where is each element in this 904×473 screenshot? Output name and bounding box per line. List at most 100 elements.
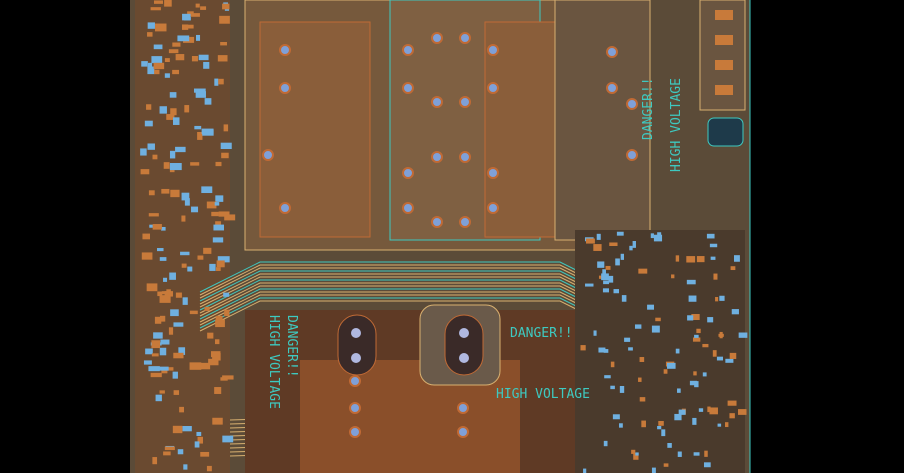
smd-pad <box>168 327 174 335</box>
smd-pad <box>163 451 171 456</box>
smd-pad <box>164 0 172 7</box>
smd-pad <box>215 315 223 323</box>
smd-pad <box>707 317 714 323</box>
smd-pad <box>631 449 636 454</box>
smd-pad <box>597 261 605 268</box>
smd-pad <box>155 394 162 402</box>
smd-pad <box>224 309 230 317</box>
via <box>431 32 443 44</box>
smd-pad <box>198 54 209 61</box>
smd-pad <box>178 347 186 355</box>
smd-pad <box>148 366 160 372</box>
smd-pad <box>718 333 724 337</box>
smd-pad <box>220 41 227 46</box>
smd-pad <box>152 457 158 465</box>
smd-pad <box>173 390 180 395</box>
smd-pad <box>729 413 735 419</box>
smd-pad <box>152 224 162 230</box>
smd-pad <box>147 22 155 29</box>
smd-pad <box>161 188 170 194</box>
smd-pad <box>222 3 230 10</box>
smd-pad <box>214 78 219 86</box>
smd-pad <box>651 325 660 333</box>
smd-pad <box>203 61 210 69</box>
smd-pad <box>150 372 162 378</box>
smd-pad <box>716 356 724 361</box>
smd-pad <box>172 117 180 125</box>
smd-pad <box>175 54 185 61</box>
smd-pad <box>141 61 148 67</box>
danger-label-center: DANGER!! <box>510 326 573 341</box>
smd-pad <box>215 195 224 202</box>
smd-pad <box>651 467 656 473</box>
smd-pad <box>657 425 662 430</box>
smd-pad <box>159 347 167 356</box>
smd-pad <box>715 297 719 302</box>
smd-pad <box>196 431 202 437</box>
smd-pad <box>698 408 704 412</box>
smd-pad <box>214 387 222 394</box>
smd-pad <box>635 452 639 456</box>
smd-pad <box>710 256 716 260</box>
smd-pad <box>624 337 631 342</box>
smd-pad <box>208 358 219 366</box>
smd-pad <box>694 334 699 338</box>
smd-pad <box>727 400 737 406</box>
smd-pad <box>709 407 718 415</box>
smd-pad <box>164 58 170 63</box>
smd-pad <box>216 260 225 268</box>
smd-pad <box>154 23 167 32</box>
via <box>606 82 618 94</box>
smd-pad <box>195 3 200 8</box>
smd-pad <box>661 429 666 437</box>
smd-pad <box>159 106 167 114</box>
via <box>431 96 443 108</box>
smd-pad <box>200 451 210 457</box>
smd-pad <box>148 213 159 217</box>
smd-pad <box>658 420 664 426</box>
smd-pad <box>667 443 672 448</box>
smd-pad <box>608 275 614 283</box>
connector-pad-left[interactable] <box>337 314 377 376</box>
smd-pad <box>201 186 213 194</box>
smd-pad <box>671 274 675 279</box>
smd-pad <box>181 24 189 30</box>
smd-pad <box>164 73 170 78</box>
smd-pad <box>628 347 633 351</box>
smd-pad <box>172 69 180 75</box>
high-voltage-label-center: HIGH VOLTAGE <box>496 387 590 402</box>
smd-pad <box>725 358 734 363</box>
smd-pad <box>173 352 184 359</box>
smd-pad <box>142 233 151 240</box>
connector-pad-right[interactable] <box>444 314 484 376</box>
smd-pad <box>185 24 194 29</box>
smd-pad <box>181 215 186 222</box>
smd-pad <box>217 256 230 263</box>
smd-pad <box>730 266 736 271</box>
via <box>459 353 469 363</box>
via <box>349 402 361 414</box>
smd-pad <box>647 304 655 310</box>
smd-pad <box>146 283 158 292</box>
danger-label-left: DANGER!! <box>284 315 299 378</box>
via <box>279 202 291 214</box>
smd-pad <box>200 6 207 10</box>
smd-pad <box>639 397 646 402</box>
smd-pad <box>688 295 697 302</box>
smd-pad <box>153 44 163 50</box>
smd-pad <box>725 422 729 428</box>
smd-pad <box>616 231 624 236</box>
smd-pad <box>181 263 187 268</box>
via <box>351 353 361 363</box>
smd-pad <box>193 88 206 93</box>
smd-pad <box>140 169 150 175</box>
smd-pad <box>713 273 718 280</box>
smd-pad <box>220 142 232 150</box>
smd-pad <box>211 211 219 217</box>
via <box>487 202 499 214</box>
smd-pad <box>657 232 662 239</box>
smd-pad <box>172 371 178 379</box>
smd-pad <box>223 124 229 132</box>
mounting-pad[interactable] <box>707 117 744 147</box>
